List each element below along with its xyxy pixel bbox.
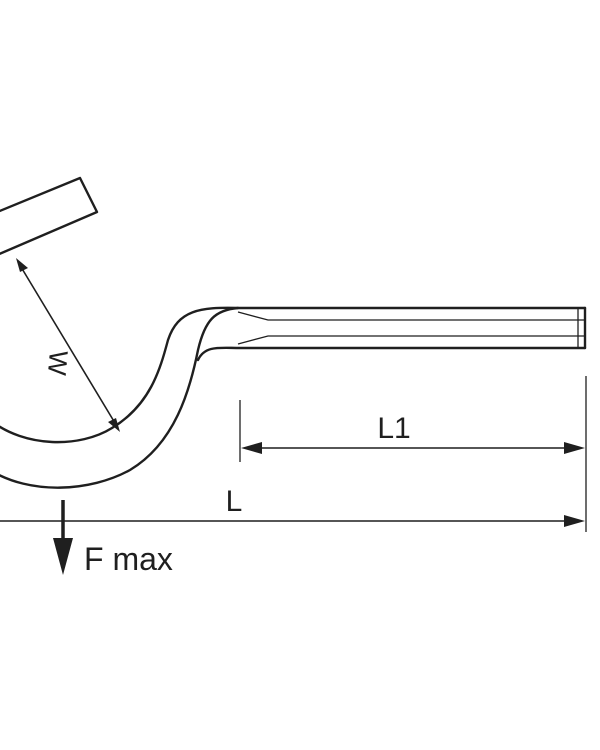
hook-tip-outline: [0, 176, 99, 256]
force-label: F max: [84, 541, 173, 577]
dimension-w-label: W: [42, 349, 74, 377]
dimension-w: W: [16, 258, 120, 432]
dimension-w-arrow-top: [16, 258, 28, 272]
shank-thread-lower: [237, 335, 585, 345]
dimension-w-line: [17, 261, 119, 429]
dimension-l1: L1: [241, 412, 585, 454]
dimension-l1-label: L1: [377, 412, 410, 445]
hook-body: [0, 176, 587, 489]
dimension-w-arrow-bottom: [108, 418, 120, 432]
dimension-l: L: [0, 485, 585, 527]
dimension-l-label: L: [226, 485, 243, 518]
force-arrow-head: [53, 538, 73, 575]
dimension-l-arrow-right: [564, 515, 585, 527]
shank-lower-edge: [196, 346, 587, 362]
dimension-l1-arrow-right: [564, 442, 585, 454]
shank-thread-upper: [237, 311, 585, 321]
force-arrow: F max: [53, 500, 173, 577]
hook-outer-contour: [0, 306, 587, 489]
hook-inner-contour: [0, 306, 240, 444]
dimension-l1-arrow-left: [241, 442, 262, 454]
